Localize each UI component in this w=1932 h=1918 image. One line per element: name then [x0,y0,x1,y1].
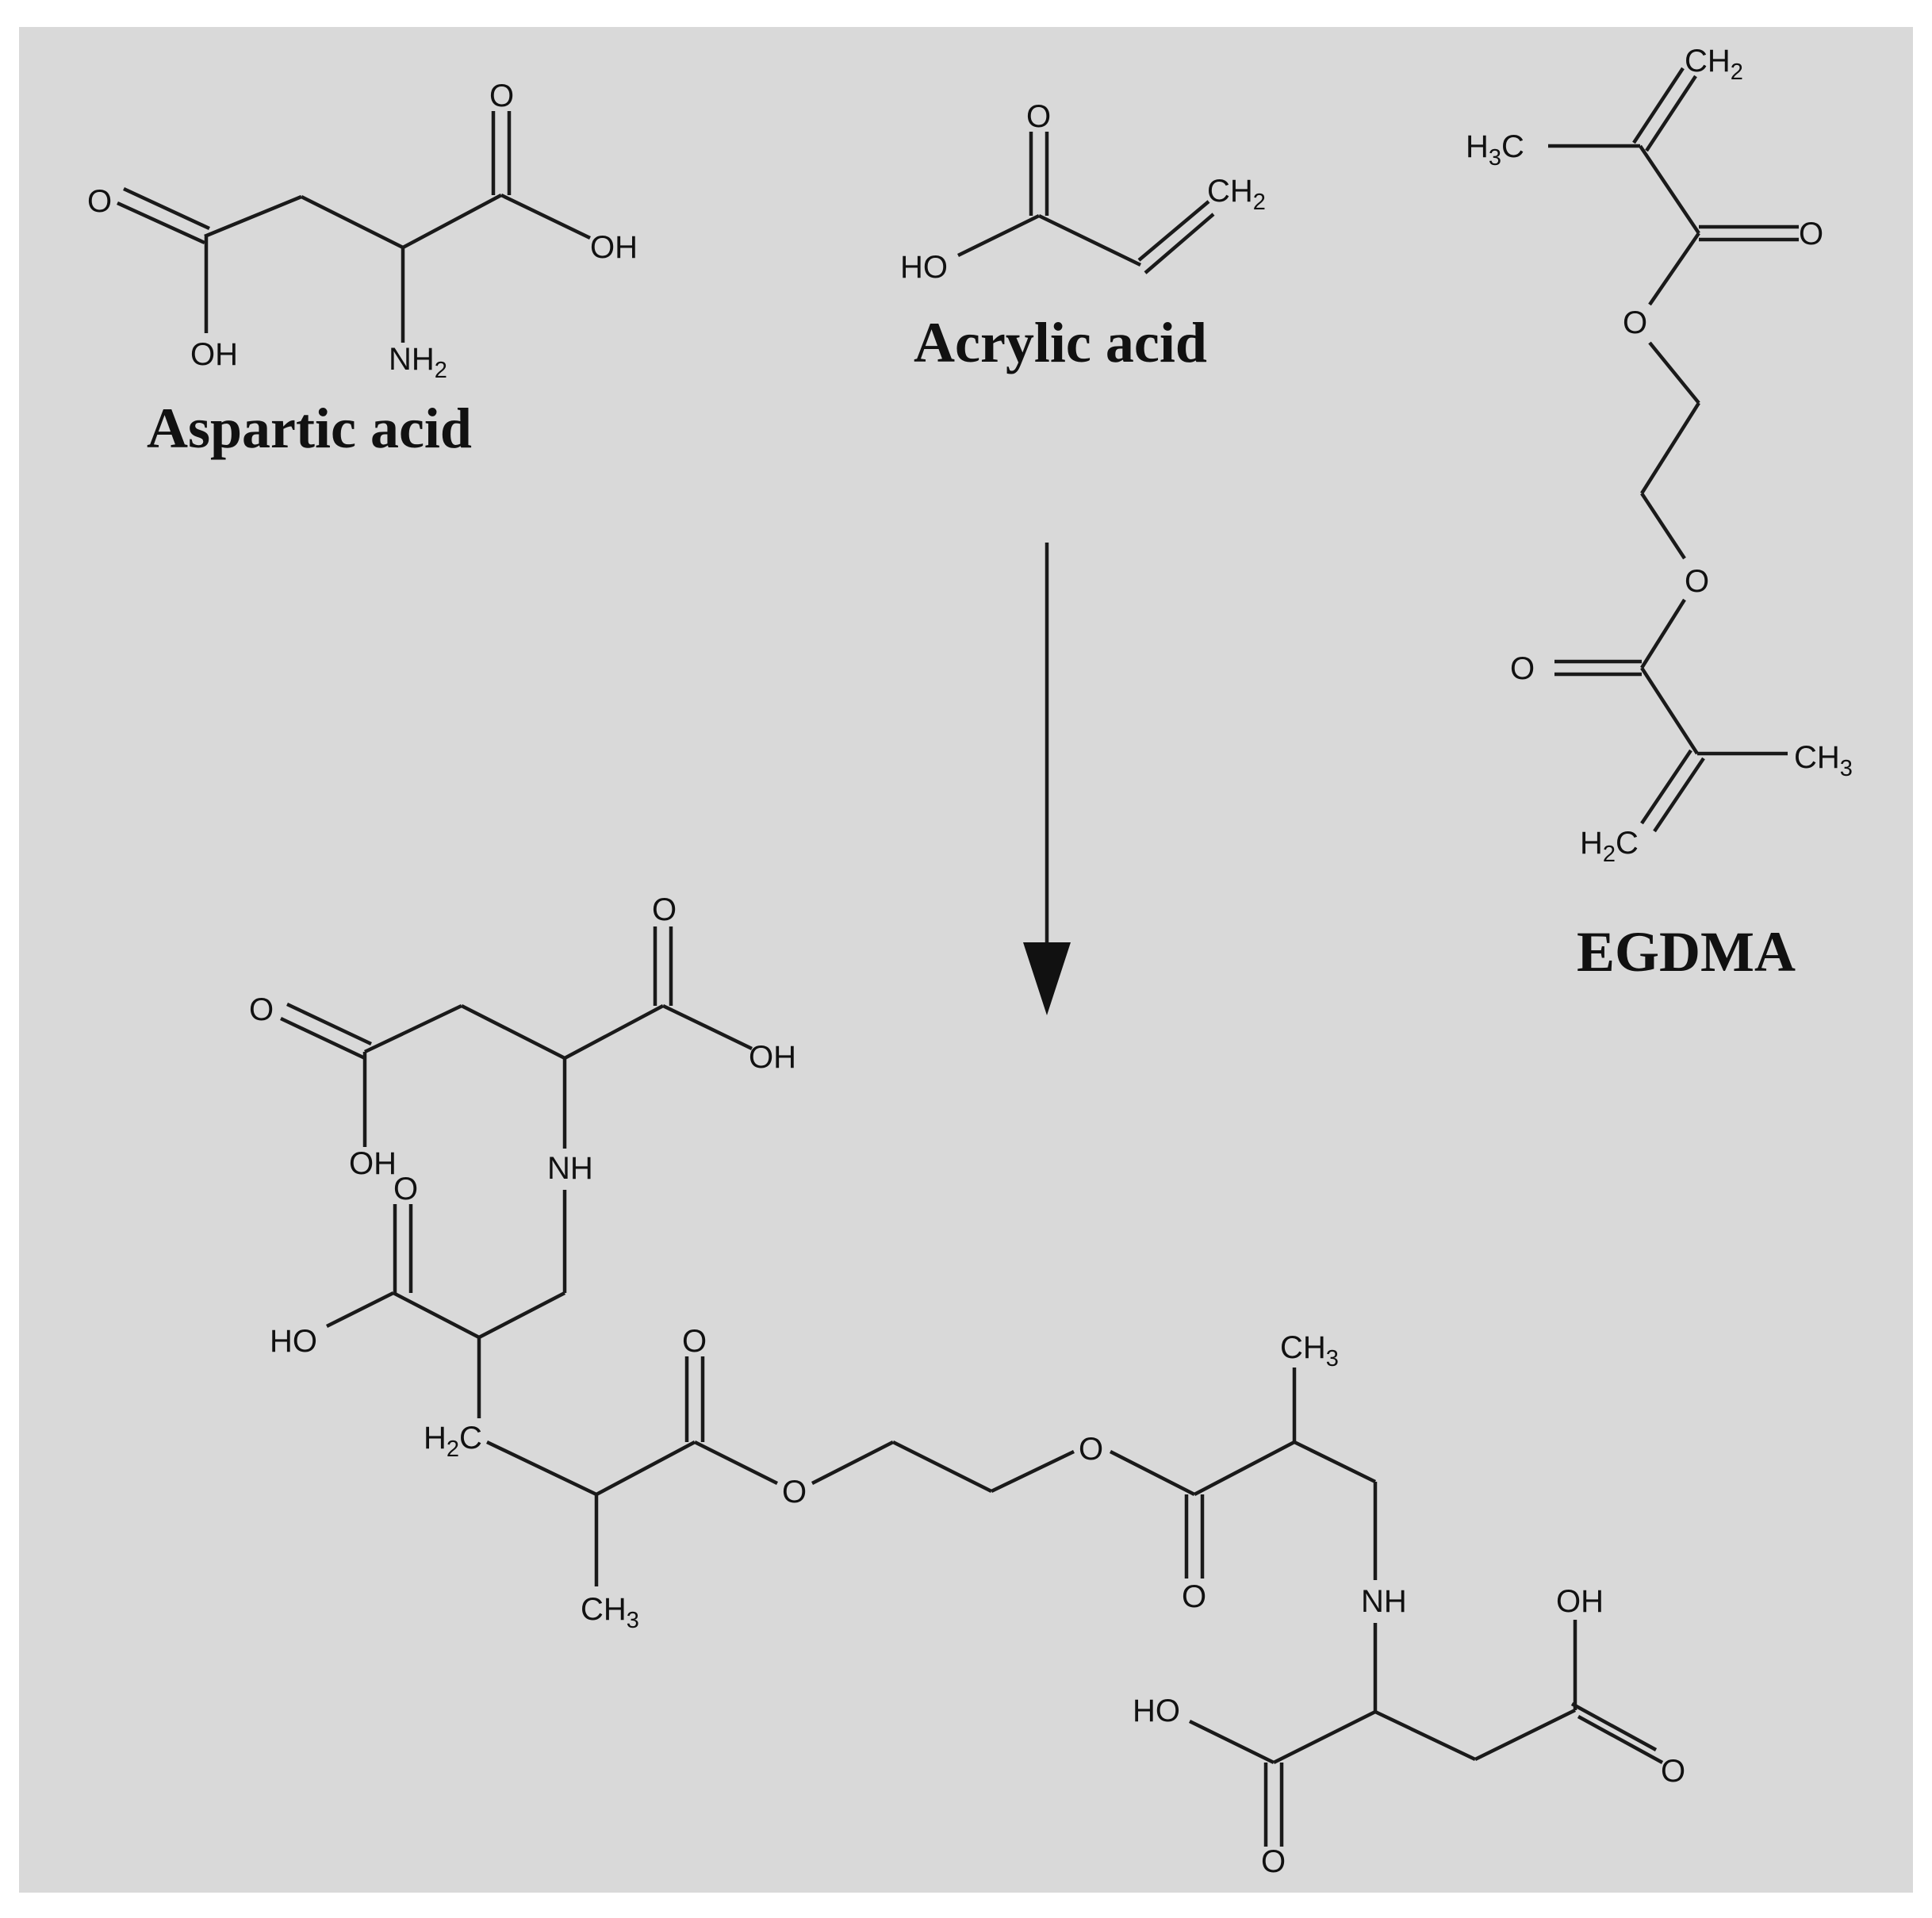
reaction-arrow [1023,543,1071,1015]
atom-label: HO [900,250,948,285]
atom-label: O [1623,305,1647,340]
atom-label: O [1261,1844,1286,1879]
atom-label: CH3 [1280,1330,1339,1371]
atom-label: CH3 [1794,740,1853,781]
acrylic-acid-structure: O HO CH2 [900,99,1266,285]
atom-label: OH [590,230,638,265]
atom-label: HO [1133,1694,1180,1728]
atom-label: OH [1556,1584,1604,1619]
atom-label: OH [749,1040,796,1075]
atom-label: CH3 [581,1592,639,1633]
atom-label: O [393,1172,418,1206]
atom-label: O [489,79,514,113]
atom-label: O [1026,99,1051,134]
aspartic-acid-structure: O O OH OH NH2 [87,79,638,383]
atom-label: OH [190,337,238,372]
atom-label: O [652,892,677,927]
atom-label: NH [1361,1584,1407,1619]
atom-label: OH [349,1146,397,1181]
aspartic-acid-label: Aspartic acid [147,397,472,460]
arrow-head [1023,942,1071,1015]
atom-label: O [87,184,112,219]
atom-label: NH2 [389,342,447,383]
egdma-structure: H3C CH2 O O O O CH3 H2C [1466,44,1853,867]
atom-label: O [1079,1432,1103,1467]
atom-label: O [782,1475,807,1509]
atom-label: O [1182,1579,1206,1614]
atom-label: O [1685,564,1709,599]
atom-label: O [1510,651,1535,686]
egdma-label: EGDMA [1577,920,1796,984]
atom-label: H2C [1580,826,1639,867]
atom-label: CH2 [1685,44,1743,85]
atom-label: HO [270,1324,317,1359]
atom-label: NH [547,1151,593,1186]
atom-label: H3C [1466,129,1524,171]
atom-label: O [682,1324,707,1359]
product-structure: O O OH OH NH O HO O H2C O CH3 O CH3 O NH… [249,892,1685,1879]
atom-label: O [249,992,274,1027]
atom-label: CH2 [1207,174,1266,215]
acrylic-acid-label: Acrylic acid [914,311,1207,374]
atom-label: O [1661,1754,1685,1789]
atom-label: O [1799,217,1823,251]
atom-label: H2C [424,1421,482,1462]
scheme-background [19,27,1913,1893]
